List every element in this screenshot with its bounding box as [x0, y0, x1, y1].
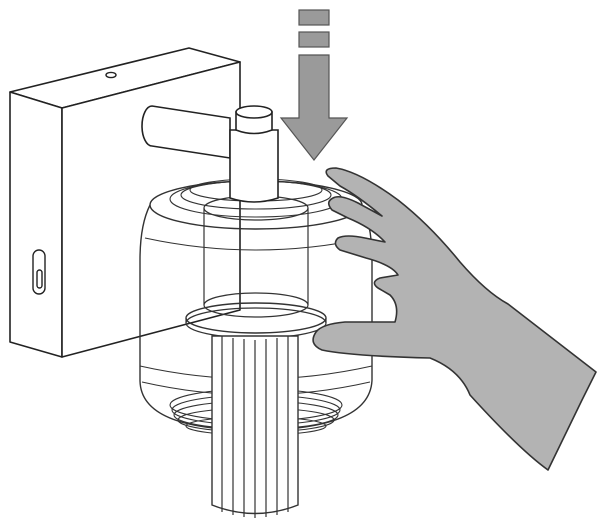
hand — [312, 167, 597, 471]
connector-pipe — [141, 105, 231, 159]
push-down-arrow — [279, 9, 349, 161]
side-slot — [32, 249, 46, 295]
wall-bracket — [9, 47, 241, 358]
mounting-hole — [105, 71, 117, 79]
outlet-tube — [211, 335, 299, 518]
connector-stem — [229, 105, 279, 203]
filter-cartridge — [185, 195, 327, 339]
